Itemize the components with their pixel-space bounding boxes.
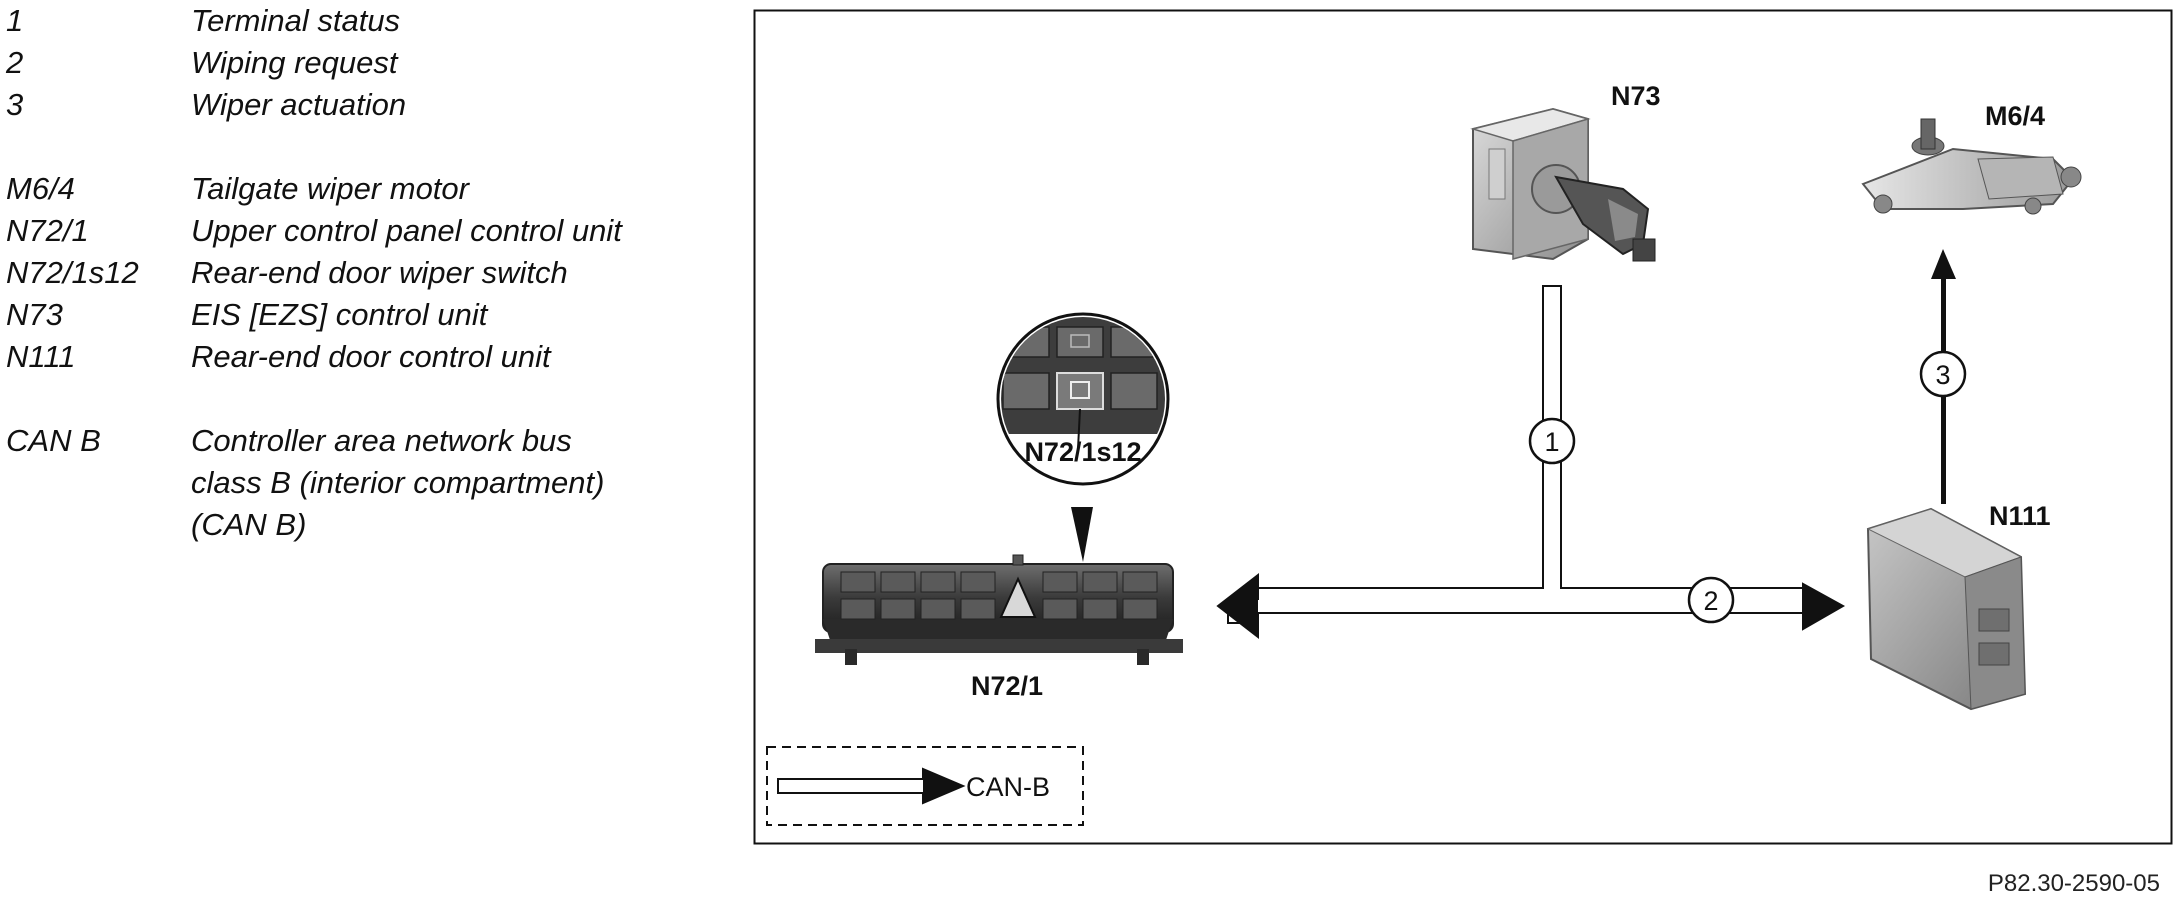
signal-marker-label: 3 [1935, 360, 1950, 390]
label-n73: N73 [1611, 81, 1661, 111]
signal-marker-1: 1 [1528, 417, 1576, 465]
rear-door-control-unit-image [1866, 507, 2027, 711]
figure-id: P82.30-2590-05 [1987, 870, 2160, 897]
legend-text: Upper control panel control unit [191, 213, 622, 248]
legend-key: N72/1 [6, 213, 89, 248]
legend-key: 1 [6, 3, 24, 38]
can-b-key-label: CAN-B [966, 772, 1050, 802]
legend-text: Controller area network bus [191, 423, 572, 458]
network-diagram: 1 2 3 N73 M6/4 N111 N72/1 N72/1s12 CAN-B [753, 9, 2173, 850]
legend-text: (CAN B) [191, 507, 307, 542]
legend-text: Wiper actuation [191, 87, 407, 122]
legend-key: M6/4 [6, 171, 75, 206]
diagram-frame [753, 9, 2173, 845]
legend-key: N111 [6, 339, 76, 374]
legend-text: Rear-end door control unit [191, 339, 551, 374]
legend-text: EIS [EZS] control unit [191, 297, 488, 332]
label-m6-4: M6/4 [1985, 101, 2045, 131]
signal-marker-3: 3 [1919, 350, 1967, 398]
label-n72-1: N72/1 [971, 671, 1043, 701]
wiper-switch-callout [996, 312, 1170, 562]
legend-text: class B (interior compartment) [191, 465, 605, 500]
legend-key: CAN B [6, 423, 101, 458]
signal-marker-label: 1 [1544, 427, 1559, 457]
legend-key: 3 [6, 87, 24, 122]
can-b-key: CAN-B [766, 746, 1084, 826]
legend-key: N73 [6, 297, 63, 332]
legend-text: Rear-end door wiper switch [191, 255, 568, 290]
legend-text: Wiping request [191, 45, 398, 80]
legend-text: Terminal status [191, 3, 401, 38]
legend-key: N72/1s12 [6, 255, 139, 290]
legend-text: Tailgate wiper motor [191, 171, 469, 206]
label-n72-1s12: N72/1s12 [1024, 437, 1141, 467]
wiper-motor-image [1861, 118, 2082, 215]
signal-marker-label: 2 [1703, 586, 1718, 616]
signal-marker-2: 2 [1687, 576, 1735, 624]
eis-unit-image [1470, 107, 1656, 262]
upper-control-panel-image [815, 554, 1183, 665]
legend-key: 2 [6, 45, 24, 80]
can-bus-lines [1216, 285, 1846, 640]
label-n111: N111 [1989, 501, 2051, 531]
